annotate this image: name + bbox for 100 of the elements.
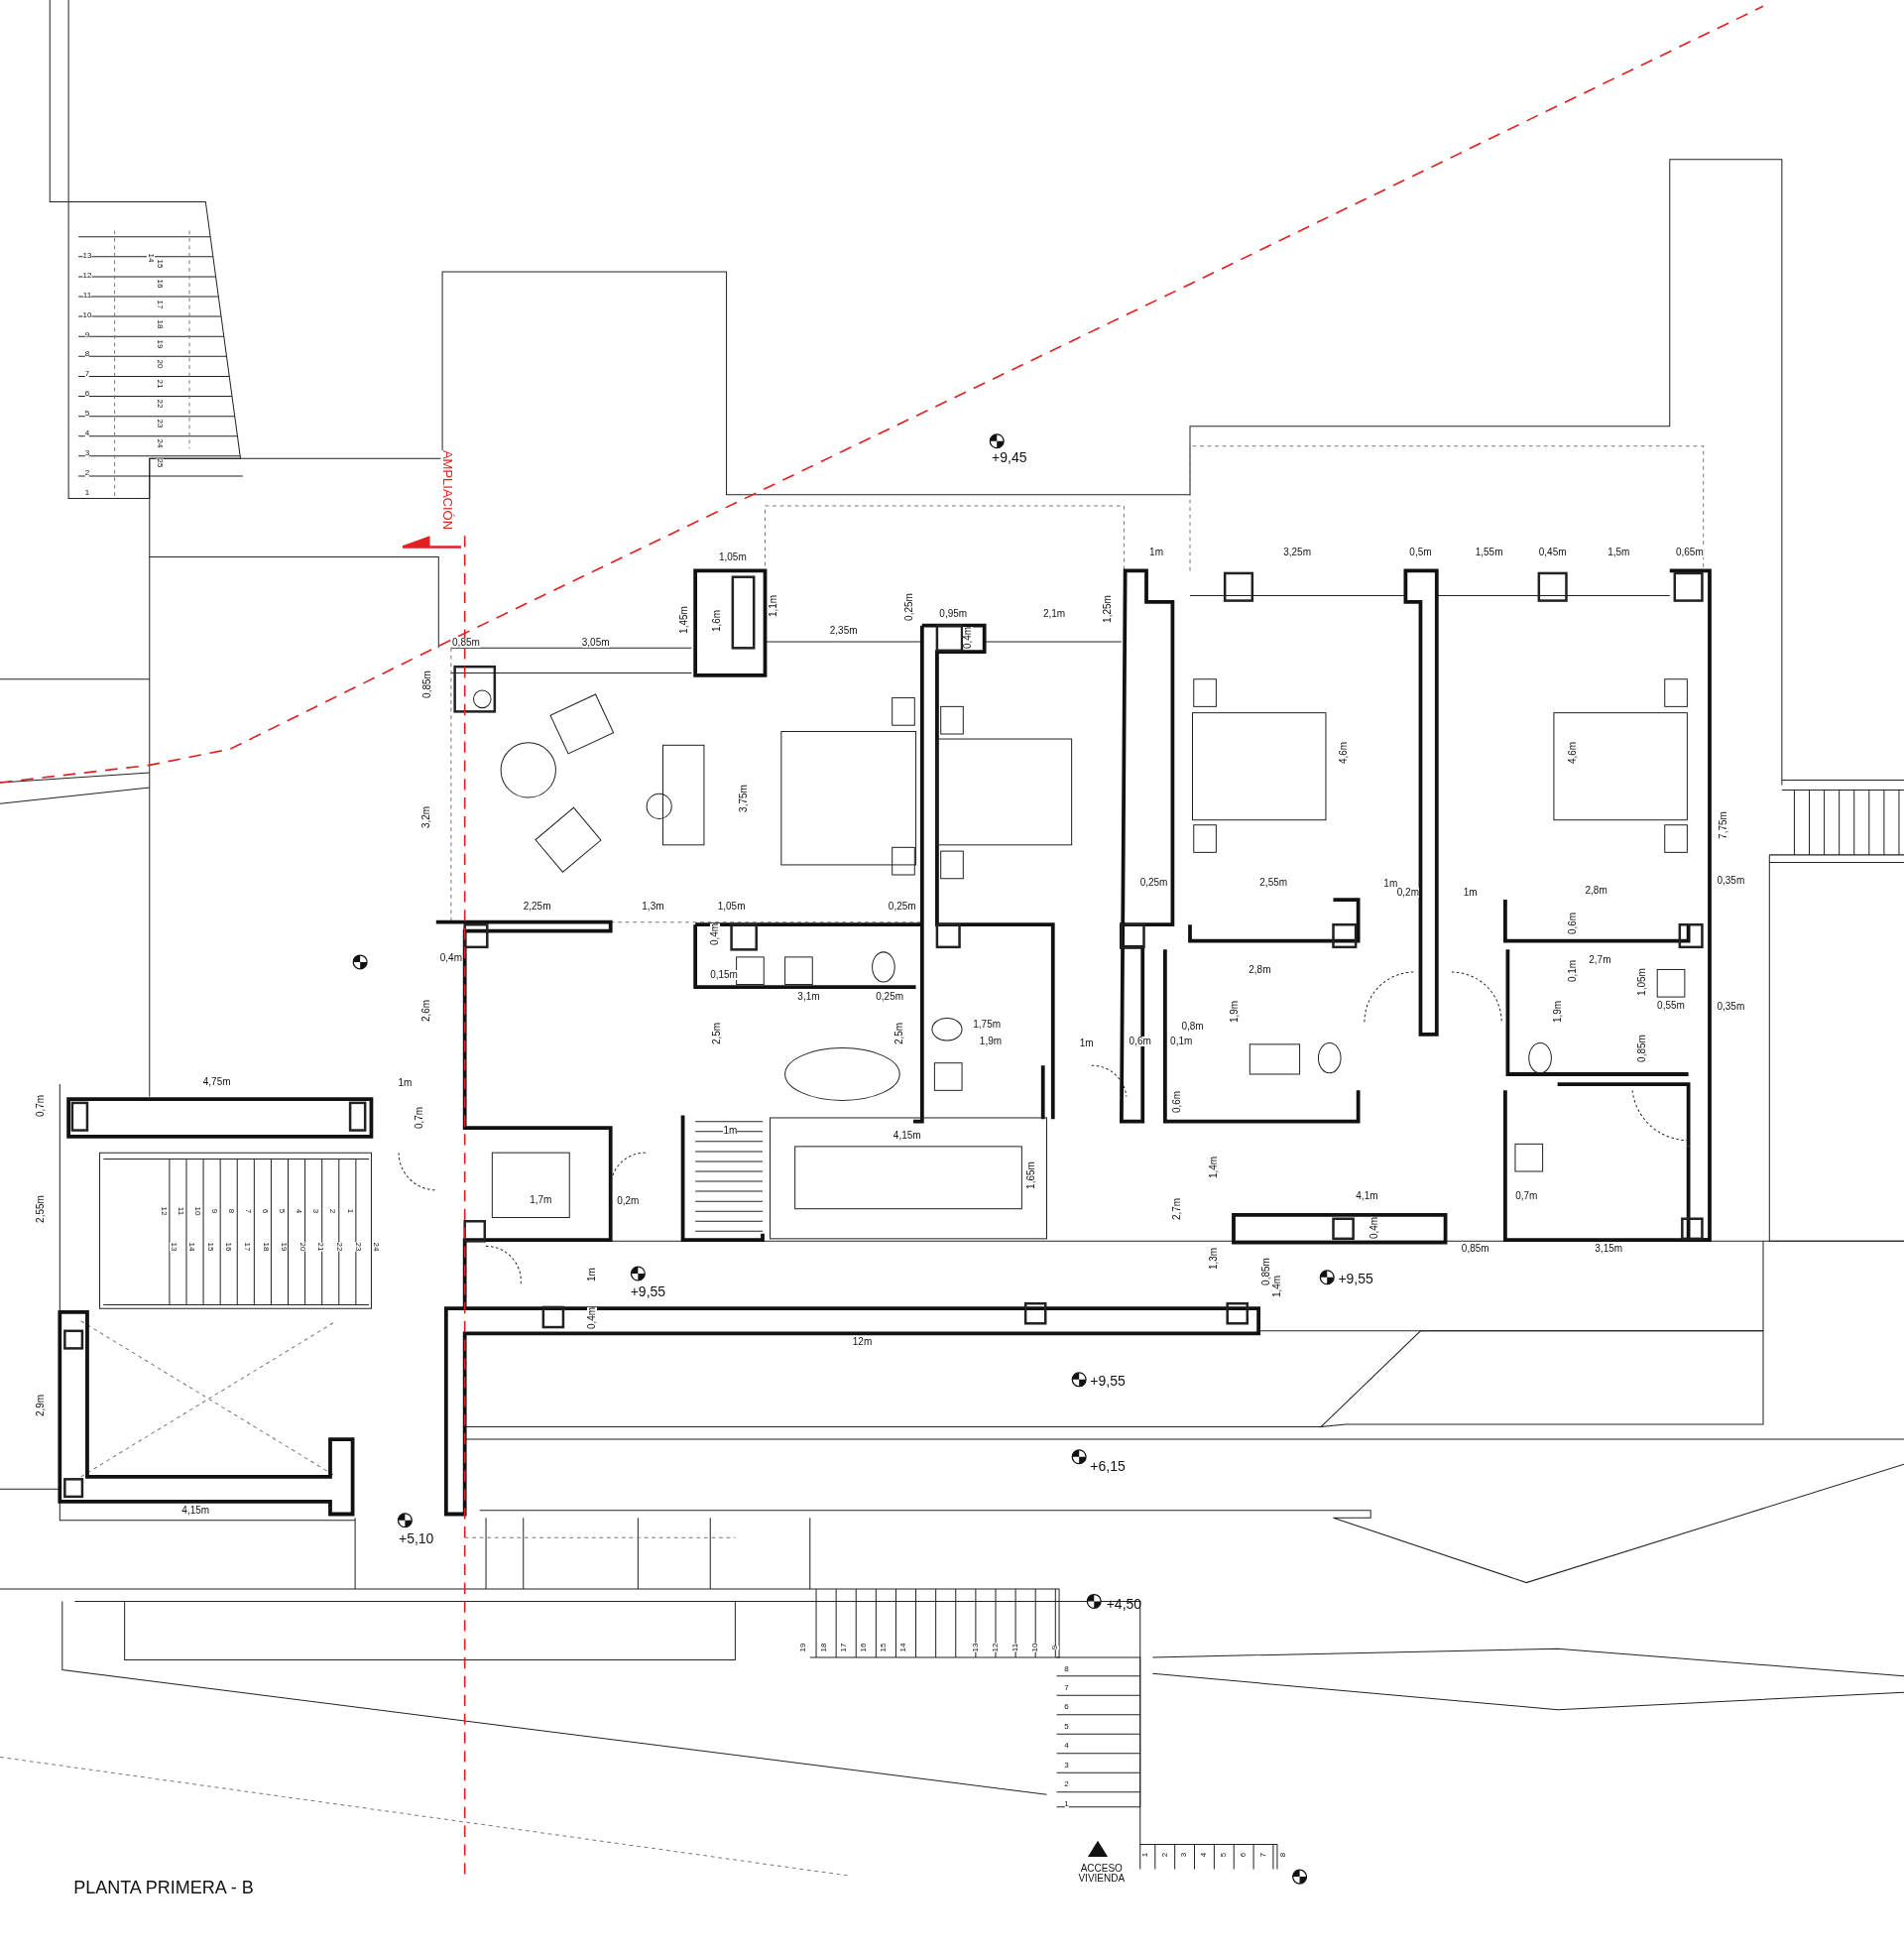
stair-step-number: 5 xyxy=(278,1209,287,1214)
stair-step-number: 2 xyxy=(84,469,90,478)
stair-step-number: 1 xyxy=(1064,1799,1069,1808)
stair-step-number: 12 xyxy=(159,1206,168,1216)
stair-step-number: 7 xyxy=(84,370,90,379)
dimension-label: 0,25m xyxy=(904,593,915,621)
stair-step-number: 7 xyxy=(244,1209,253,1214)
dimension-label: 4,6m xyxy=(1338,741,1349,765)
stair-step-number: 24 xyxy=(155,438,164,448)
dimension-label: 1,3m xyxy=(642,901,664,912)
dimension-label: 0,6m xyxy=(1567,913,1578,935)
stair-step-number: 25 xyxy=(155,458,164,468)
stair-step-number: 24 xyxy=(372,1242,381,1251)
dimension-label: 3,1m xyxy=(797,992,820,1003)
dimension-label: 0,8m xyxy=(1181,1022,1204,1033)
dimension-label: 0,85m xyxy=(422,670,432,698)
stair-step-number: 7 xyxy=(1064,1684,1069,1692)
stair-step-number: 13 xyxy=(82,251,92,260)
dimension-label: 2,7m xyxy=(1172,1197,1183,1220)
dimension-label: 0,7m xyxy=(415,1107,425,1130)
dimension-label: 0,25m xyxy=(876,992,904,1003)
stair-step-number: 10 xyxy=(192,1206,201,1216)
level-label: +9,45 xyxy=(992,450,1027,465)
dimension-label: 0,2m xyxy=(617,1196,640,1207)
dimension-label: 2,55m xyxy=(36,1194,47,1223)
dimension-label: 0,4m xyxy=(586,1307,597,1330)
dimension-label: 2,6m xyxy=(420,999,431,1023)
dimension-label: 2,25m xyxy=(523,901,551,912)
stair-step-number: 6 xyxy=(84,390,90,399)
stair-step-number: 8 xyxy=(1278,1852,1287,1857)
dimension-label: 1,3m xyxy=(1208,1248,1219,1271)
stair-step-number: 16 xyxy=(224,1242,233,1251)
stair-step-number: 14 xyxy=(187,1242,196,1251)
stair-step-number: 16 xyxy=(155,280,164,289)
dimension-label: 1,05m xyxy=(718,551,747,562)
dimension-label: 4,75m xyxy=(202,1076,231,1087)
dimension-label: 0,25m xyxy=(1139,877,1168,888)
stair-step-number: 20 xyxy=(298,1242,306,1251)
dimension-label: 0,55m xyxy=(1657,1001,1685,1012)
stair-step-number: 3 xyxy=(311,1209,320,1214)
dimension-label: 1m xyxy=(1383,878,1398,889)
dimension-label: 0,4m xyxy=(963,627,974,650)
dimension-label: 1m xyxy=(1149,547,1163,557)
level-label: +9,55 xyxy=(1338,1272,1373,1286)
dimension-label: 0,4m xyxy=(439,953,462,964)
dimension-label: 1,25m xyxy=(1103,595,1114,624)
stair-step-number: 6 xyxy=(1064,1703,1069,1712)
plan-title: PLANTA PRIMERA - B xyxy=(73,1878,254,1896)
stair-step-number: 23 xyxy=(353,1242,362,1251)
dimension-label: 1m xyxy=(723,1125,738,1136)
dimension-label: 1m xyxy=(1463,887,1478,898)
stair-step-number: 10 xyxy=(1031,1643,1040,1652)
stair-step-number: 2 xyxy=(1160,1852,1169,1857)
stair-step-number: 15 xyxy=(155,259,164,269)
level-label: +5,10 xyxy=(398,1530,434,1545)
dimension-label: 0,2m xyxy=(1396,887,1419,898)
stair-step-number: 22 xyxy=(155,399,164,409)
stair-step-number: 1 xyxy=(345,1209,354,1214)
stair-step-number: 2 xyxy=(1064,1780,1069,1789)
dimension-label: 1,9m xyxy=(1230,1001,1241,1024)
dimension-label: 0,7m xyxy=(1515,1191,1538,1202)
stair-step-number: 19 xyxy=(155,339,164,349)
dimension-label: 2,5m xyxy=(711,1022,722,1044)
stair-step-number: 9 xyxy=(1051,1645,1060,1650)
dimension-label: 12m xyxy=(852,1337,873,1348)
stair-step-number: 9 xyxy=(209,1209,218,1214)
dimension-label: 4,6m xyxy=(1567,741,1578,765)
stair-step-number: 4 xyxy=(1200,1852,1209,1857)
dimension-label: 3,75m xyxy=(739,785,750,813)
stair-step-number: 17 xyxy=(243,1242,252,1251)
dimension-label: 0,35m xyxy=(1717,1002,1745,1013)
stair-step-number: 18 xyxy=(261,1242,270,1251)
stair-step-number: 14 xyxy=(899,1643,907,1652)
stair-step-number: 13 xyxy=(971,1643,980,1652)
stair-step-number: 3 xyxy=(84,449,90,458)
dimension-label: 3,25m xyxy=(1283,547,1311,557)
stair-step-number: 21 xyxy=(155,379,164,389)
dimension-label: 1m xyxy=(398,1077,413,1088)
dimension-label: 1,55m xyxy=(1475,547,1503,557)
stair-step-number: 6 xyxy=(1240,1852,1249,1857)
dimension-label: 3,2m xyxy=(420,806,431,829)
stair-step-number: 15 xyxy=(205,1242,214,1251)
level-label: +9,55 xyxy=(1090,1374,1126,1389)
stair-step-number: 5 xyxy=(84,410,90,419)
dimension-label: 0,6m xyxy=(1172,1090,1183,1113)
stair-step-number: 11 xyxy=(82,291,92,300)
dimension-label: 3,15m xyxy=(1595,1244,1623,1255)
section-label: AMPLIACIÓN xyxy=(440,449,454,530)
stair-step-number: 17 xyxy=(155,300,164,309)
stair-step-number: 4 xyxy=(295,1209,303,1214)
stair-step-number: 19 xyxy=(799,1643,808,1652)
stair-step-number: 15 xyxy=(879,1643,888,1652)
stair-step-number: 1 xyxy=(84,489,90,498)
dimension-label: 0,85m xyxy=(452,638,480,649)
stair-step-number: 20 xyxy=(155,359,164,369)
stair-step-number: 7 xyxy=(1258,1852,1267,1857)
stair-step-number: 19 xyxy=(280,1242,289,1251)
dimension-label: 0,4m xyxy=(710,923,721,946)
dimension-label: 1,65m xyxy=(1026,1161,1037,1189)
dimension-label: 2,9m xyxy=(36,1395,47,1417)
